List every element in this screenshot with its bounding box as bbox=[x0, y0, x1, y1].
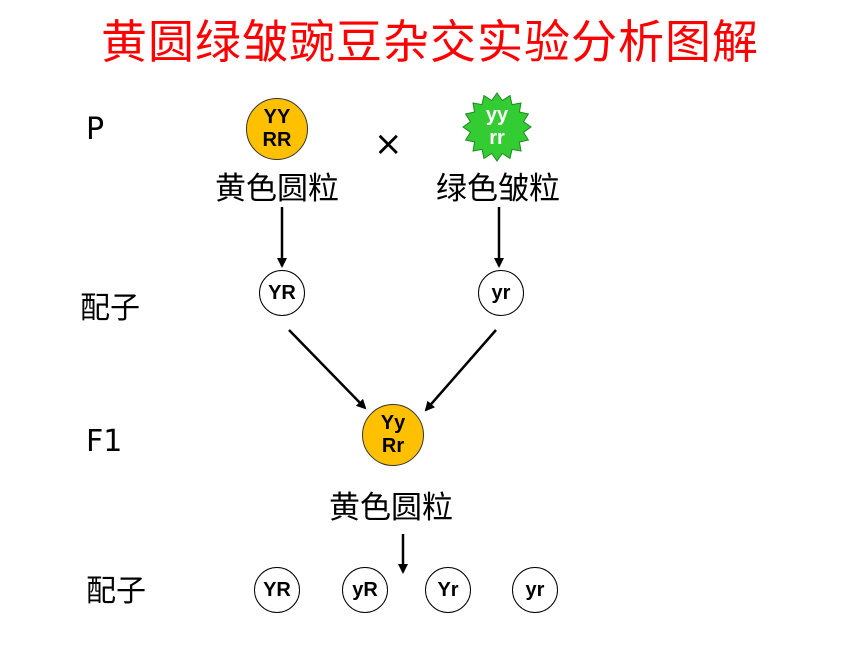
row-label-gametes-1: 配子 bbox=[80, 291, 140, 326]
diagram-title: 黄圆绿皱豌豆杂交实验分析图解 bbox=[101, 15, 759, 69]
parent-yellow-round-seed: YY RR bbox=[246, 98, 308, 160]
wrinkled-seed-shape bbox=[462, 92, 532, 162]
gamete-f1-3: Yr bbox=[425, 567, 471, 613]
gamete-p-right: yr bbox=[478, 270, 524, 316]
parent-right-phenotype: 绿色皱粒 bbox=[436, 171, 560, 207]
arrow-gamete-right-to-f1 bbox=[424, 329, 497, 412]
gamete-p-left: YR bbox=[259, 270, 305, 316]
gamete-f1-4: yr bbox=[512, 567, 558, 613]
genotype-top: yy bbox=[485, 104, 509, 126]
cross-symbol: × bbox=[374, 124, 403, 164]
gamete-f1-2: yR bbox=[342, 567, 388, 613]
arrow-gamete-left-to-f1 bbox=[288, 329, 367, 410]
gamete-f1-1: YR bbox=[254, 567, 300, 613]
parent-left-phenotype: 黄色圆粒 bbox=[215, 171, 339, 207]
parent-green-wrinkled-seed: yy rr bbox=[462, 92, 532, 162]
row-label-gametes-2: 配子 bbox=[86, 574, 146, 609]
genotype-bottom: rr bbox=[489, 127, 505, 149]
f1-yellow-round-seed: Yy Rr bbox=[362, 404, 424, 466]
genotype-top: YY bbox=[263, 106, 291, 128]
genotype-bottom: RR bbox=[262, 129, 292, 151]
genotype-top: Yy bbox=[380, 412, 406, 434]
row-label-f1: F1 bbox=[86, 424, 123, 459]
genotype-bottom: Rr bbox=[381, 435, 405, 457]
row-label-p: P bbox=[86, 112, 105, 147]
f1-phenotype: 黄色圆粒 bbox=[329, 490, 453, 526]
